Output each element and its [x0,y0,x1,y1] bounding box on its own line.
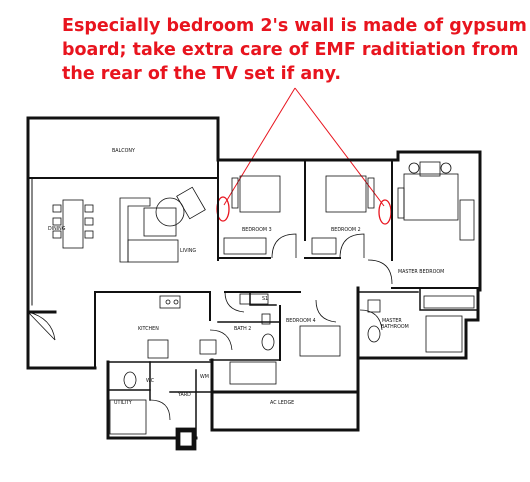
label-yard: YARD [177,392,191,398]
label-living: LIVING [180,248,196,254]
label-ac-ledge: AC LEDGE [270,400,294,406]
annotation-text: Especially bedroom 2's wall is made of g… [62,14,527,86]
label-balcony: BALCONY [112,148,135,154]
room-labels: BALCONY DINING LIVING BEDROOM 3 BEDROOM … [48,148,444,406]
label-master-bathroom-2: BATHROOM [381,324,409,330]
label-bedroom3: BEDROOM 3 [242,227,272,233]
highlight-circle-bedroom2 [378,199,392,225]
label-bedroom4: BEDROOM 4 [286,318,316,324]
label-wm: WM [200,374,209,380]
annotation-line-3: the rear of the TV set if any. [62,64,342,84]
door-swings [27,233,393,421]
label-dining: DINING [48,226,66,232]
label-utility: UTILITY [114,400,132,406]
label-s1: S1 [262,296,268,302]
label-master-bathroom-1: MASTER [382,318,402,324]
label-master-bedroom: MASTER BEDROOM [398,269,444,275]
label-kitchen: KITCHEN [138,326,159,332]
furniture [52,161,475,451]
label-bath2: BATH 2 [234,326,251,332]
walls [26,116,482,440]
label-wc: WC [146,378,155,384]
annotation-line-2: board; take extra care of EMF raditiatio… [62,40,519,60]
annotation-line-1: Especially bedroom 2's wall is made of g… [62,16,527,36]
label-bedroom2: BEDROOM 2 [331,227,361,233]
